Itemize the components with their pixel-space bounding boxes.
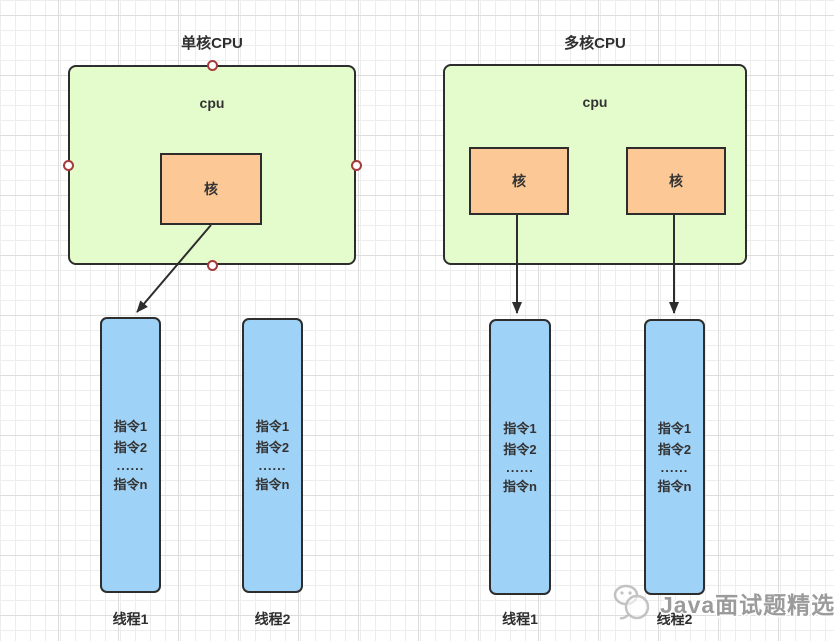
instruction-line: ...... [116, 457, 145, 473]
thread-label-right-1: 线程1 [502, 611, 538, 627]
instruction-line: 指令1 [503, 420, 537, 436]
connection-handle-top[interactable] [207, 60, 218, 71]
instruction-line: 指令2 [657, 441, 692, 457]
thread-box-right-2[interactable]: 指令1 指令2 ...... 指令n [644, 319, 705, 595]
right-diagram-title: 多核CPU [564, 35, 626, 52]
instruction-line: 指令n [657, 478, 692, 494]
thread-box-left-2[interactable]: 指令1 指令2 ...... 指令n [242, 318, 303, 593]
cpu-label: cpu [199, 95, 225, 111]
instruction-line: 指令1 [657, 420, 692, 436]
cpu-label: cpu [582, 94, 608, 110]
instruction-line: 指令n [255, 477, 290, 492]
core-label: 核 [204, 181, 218, 197]
core-label: 核 [512, 173, 526, 189]
thread-label-left-2: 线程2 [254, 611, 291, 627]
instruction-line: 指令n [113, 476, 148, 492]
thread-label-left-1: 线程1 [112, 611, 149, 627]
thread-box-left-1[interactable]: 指令1 指令2 ...... 指令n [100, 317, 161, 593]
instruction-line: 指令n [503, 478, 537, 494]
left-diagram-title: 单核CPU [181, 35, 243, 52]
instruction-line: 指令2 [255, 440, 290, 455]
core-label: 核 [669, 173, 683, 189]
instruction-line: ...... [258, 458, 287, 473]
instruction-line: 指令2 [503, 441, 537, 457]
thread-label-right-2: 线程2 [656, 611, 693, 627]
arrow-core-to-thread1-left[interactable] [136, 224, 212, 313]
multi-core-box-2[interactable]: 核 [626, 147, 726, 215]
single-core-box[interactable]: 核 [160, 153, 262, 225]
single-core-cpu-rect[interactable]: cpu 核 [68, 65, 356, 265]
instruction-line: 指令1 [113, 418, 148, 434]
instruction-line: ...... [660, 459, 689, 475]
connection-handle-left[interactable] [63, 160, 74, 171]
connection-handle-right[interactable] [351, 160, 362, 171]
thread-box-right-1[interactable]: 指令1 指令2 ...... 指令n [489, 319, 551, 595]
multi-core-cpu-rect[interactable]: cpu 核 核 [443, 64, 747, 265]
instruction-line: 指令1 [255, 419, 290, 434]
multi-core-box-1[interactable]: 核 [469, 147, 569, 215]
connection-handle-bottom[interactable] [207, 260, 218, 271]
instruction-line: ...... [506, 459, 534, 475]
instruction-line: 指令2 [113, 439, 148, 455]
